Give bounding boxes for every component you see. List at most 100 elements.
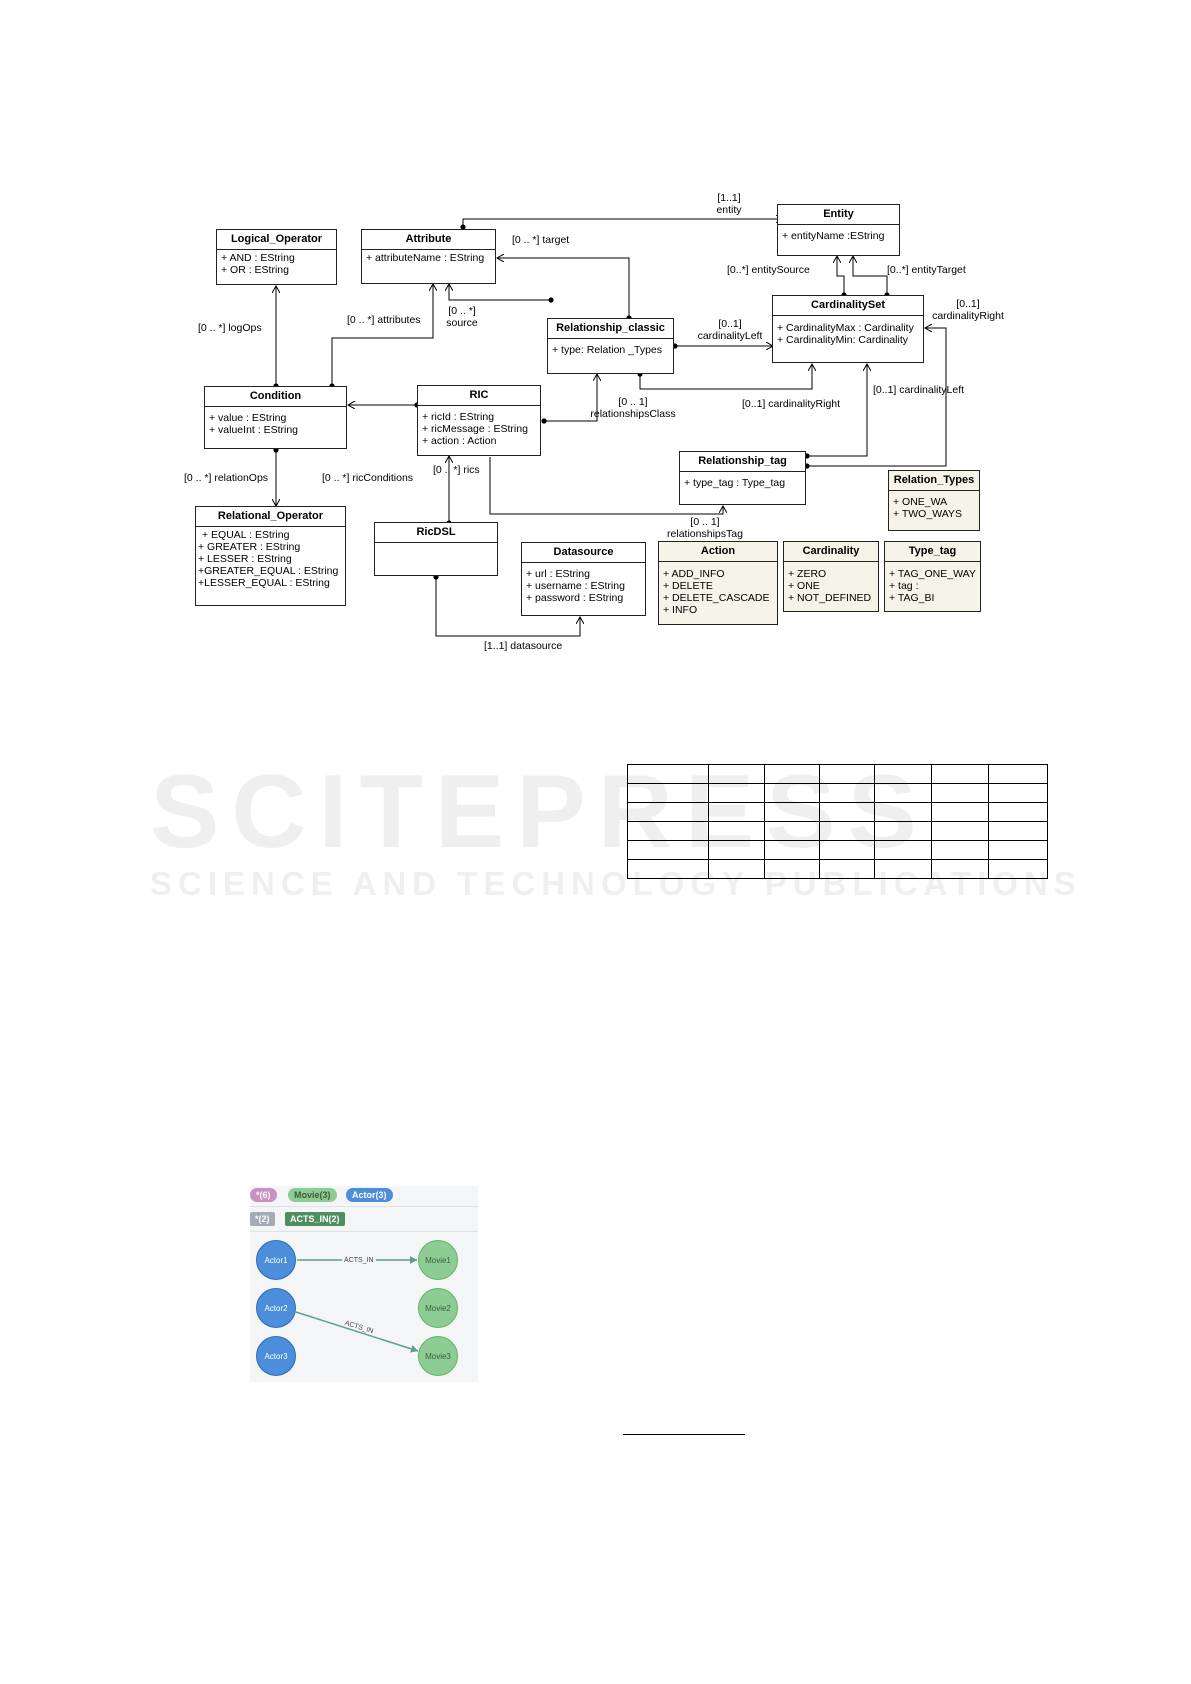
label-pill-actor[interactable]: Actor(3) [346,1188,393,1202]
assoc-ric-relclassic [544,374,597,421]
class-title: Datasource [522,543,645,563]
assoc-label-datasource: [1..1] datasource [484,640,563,652]
class-attr: + ricMessage : EString [422,423,528,435]
graph-node-actor[interactable]: Actor2 [256,1288,296,1328]
class-logical-operator: Logical_Operator + AND : EString+ OR : E… [216,229,337,285]
class-attr: +GREATER_EQUAL : EString [198,565,339,577]
class-title: RIC [418,386,540,406]
class-title: RicDSL [375,523,497,543]
class-attr: + type_tag : Type_tag [684,477,786,489]
table-row [627,840,1048,860]
class-relationship-tag: Relationship_tag + type_tag : Type_tag [679,451,806,505]
class-attr: + CardinalityMax : Cardinality [777,322,914,334]
class-attr: + url : EString [526,568,590,580]
graph-node-movie[interactable]: Movie1 [418,1240,458,1280]
class-attr: + LESSER : EString [198,553,292,565]
label-pill-movie[interactable]: Movie(3) [288,1188,337,1202]
assoc-label-card-left: [0..1] cardinalityLeft [692,318,768,342]
class-attr: + ONE_WA [893,496,948,508]
graph-node-actor[interactable]: Actor1 [256,1240,296,1280]
class-attr: + ricId : EString [422,411,495,423]
assoc-ric-reltag [489,457,723,515]
class-attr: + type: Relation _Types [552,344,663,356]
class-attr: + attributeName : EString [366,252,485,264]
class-title: Condition [205,387,346,407]
graph-node-movie[interactable]: Movie2 [418,1288,458,1328]
assoc-reltag-cardright [807,328,947,466]
enum-action: Action + ADD_INFO+ DELETE+ DELETE_CASCAD… [658,541,778,625]
class-attr: + CardinalityMin: Cardinality [777,334,909,346]
class-entity: Entity + entityName :EString [777,204,900,256]
table-row [627,821,1048,841]
class-title: Relational_Operator [196,507,345,527]
assoc-role: source [446,317,478,329]
panel-divider [250,1231,478,1232]
assoc-multiplicity: [0 .. 1] [690,516,720,528]
graph-edge-acts-in [295,1311,419,1353]
class-attr: + EQUAL : EString [202,529,290,541]
class-title: Action [659,542,777,562]
assoc-label-logops: [0 .. *] logOps [198,322,262,334]
class-attr: + ZERO [788,568,827,580]
class-title: Type_tag [885,542,980,562]
assoc-label-target: [0 .. *] target [512,234,570,246]
class-attr: + TWO_WAYS [893,508,962,520]
class-title: Relationship_tag [680,452,805,472]
class-attr: + username : EString [526,580,625,592]
assoc-multiplicity: [0 .. 1] [618,396,648,408]
class-attr: + value : EString [209,412,287,424]
class-attr: + GREATER : EString [198,541,301,553]
results-table [627,764,1048,879]
assoc-label-entity-target: [0..*] entityTarget [887,264,966,276]
enum-type-tag: Type_tag + TAG_ONE_WAY+ tag :+ TAG_BI [884,541,981,612]
graph-node-movie[interactable]: Movie3 [418,1336,458,1376]
assoc-multiplicity: [0 .. *] [448,305,476,317]
assoc-multiplicity: [0..1] [718,318,742,330]
footnote-rule [623,1434,745,1435]
assoc-label-rel-tag: [0 .. 1] relationshipsTag [665,516,745,540]
class-attr: + tag : [889,580,919,592]
assoc-card-entitysource [837,256,844,295]
assoc-label-rics: [0 .. *] rics [433,464,480,476]
assoc-ricdsl-datasource [436,577,580,637]
assoc-role: cardinalityLeft [697,330,763,342]
edge-label: ACTS_IN [342,1255,376,1267]
label-pill-all[interactable]: *(6) [250,1188,277,1202]
class-attr: + ADD_INFO [663,568,725,580]
enum-cardinality: Cardinality + ZERO+ ONE+ NOT_DEFINED [783,541,879,612]
class-condition: Condition + value : EString+ valueInt : … [204,386,347,449]
assoc-condition-attributes [332,284,433,386]
graph-node-actor[interactable]: Actor3 [256,1336,296,1376]
class-attr: + DELETE [663,580,713,592]
panel-divider [250,1206,478,1207]
assoc-label-attributes: [0 .. *] attributes [347,314,421,326]
class-attr: + TAG_BI [889,592,935,604]
assoc-multiplicity: [0..1] [956,298,980,310]
class-attr: + INFO [663,604,698,616]
class-cardinality-set: CardinalitySet + CardinalityMax : Cardin… [772,295,924,363]
assoc-role: cardinalityRight [932,310,1004,322]
class-attr: + TAG_ONE_WAY [889,568,976,580]
class-attr: +LESSER_EQUAL : EString [198,577,330,589]
assoc-label-card-right2: [0..1] cardinalityRight [742,398,841,410]
assoc-reltag-cardleft [807,364,867,456]
class-attr: + entityName :EString [782,230,885,242]
assoc-attribute-entity [463,219,783,227]
assoc-label-card-left2: [0..1] cardinalityLeft [873,384,965,396]
assoc-role: entity [716,204,742,216]
class-attr: + AND : EString [221,252,295,264]
assoc-label-ric-conditions: [0 .. *] ricConditions [322,472,414,484]
enum-relation-types: Relation_Types + ONE_WA+ TWO_WAYS [888,470,980,531]
assoc-label-entity-source: [0..*] entitySource [727,264,810,276]
assoc-role: relationshipsTag [667,528,743,540]
class-attr: + ONE [788,580,820,592]
class-attr: + NOT_DEFINED [788,592,872,604]
assoc-label-relation-ops: [0 .. *] relationOps [184,472,269,484]
class-attr: + OR : EString [221,264,289,276]
class-attr: + password : EString [526,592,624,604]
class-title: Entity [778,205,899,225]
rel-tag-acts-in[interactable]: ACTS_IN(2) [285,1212,345,1226]
table-row [627,783,1048,803]
rel-tag-all[interactable]: *(2) [250,1212,275,1226]
